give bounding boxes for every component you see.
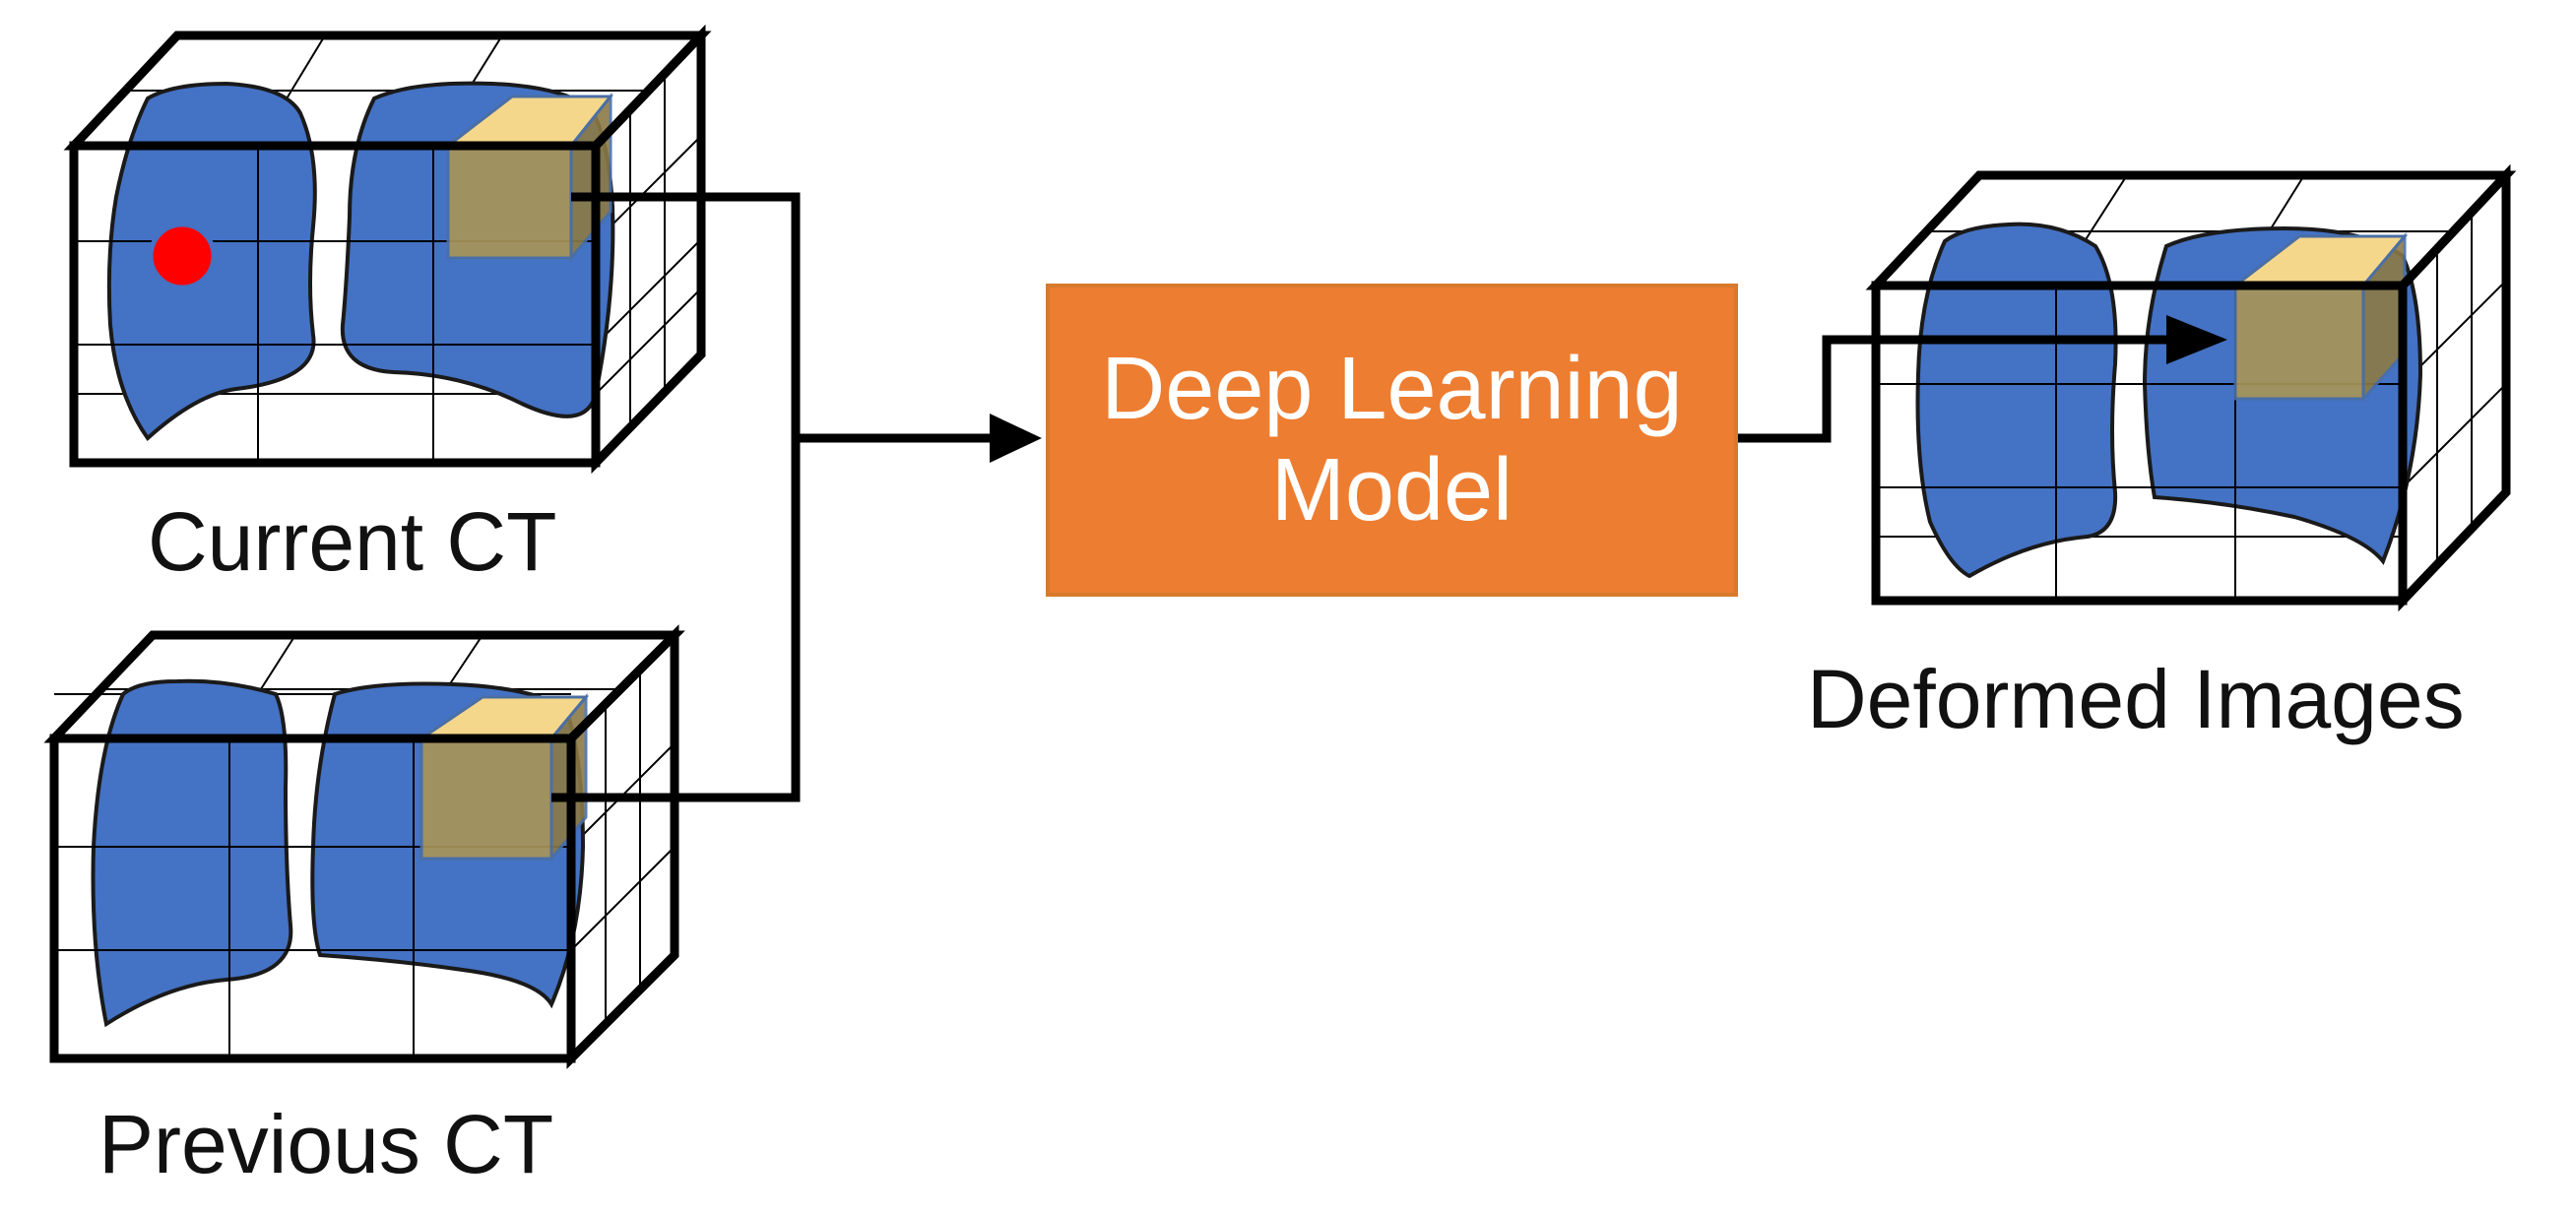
deep-learning-model-box: Deep Learning Model (1046, 284, 1738, 597)
arrowhead-to-deformed (2166, 315, 2227, 364)
previous-ct-patch (417, 692, 590, 863)
connector-previous-ct (551, 438, 801, 802)
model-label: Deep Learning Model (1101, 339, 1683, 541)
connectors (551, 192, 2171, 802)
deformed-images-box (1865, 163, 2517, 612)
previous-ct-left-lung (91, 678, 293, 1028)
current-ct-label: Current CT (148, 495, 557, 588)
previous-ct-box (43, 624, 685, 1069)
connector-current-ct (571, 192, 801, 438)
deformed-images-volume (1865, 163, 2517, 612)
previous-ct-volume (43, 624, 685, 1069)
current-ct-volume (63, 24, 712, 475)
connector-to-deformed (1738, 335, 2171, 443)
deformed-images-label: Deformed Images (1807, 653, 2465, 745)
deformed-images-patch (2230, 231, 2409, 403)
model-box-fill (1046, 284, 1738, 597)
previous-ct-label: Previous CT (98, 1098, 554, 1190)
arrowhead-to-model (990, 414, 1042, 463)
arrowheads (990, 315, 2227, 463)
deformed-images-left-lung (1915, 222, 2118, 579)
current-ct-lesion (148, 222, 217, 290)
current-ct-box (63, 24, 712, 475)
